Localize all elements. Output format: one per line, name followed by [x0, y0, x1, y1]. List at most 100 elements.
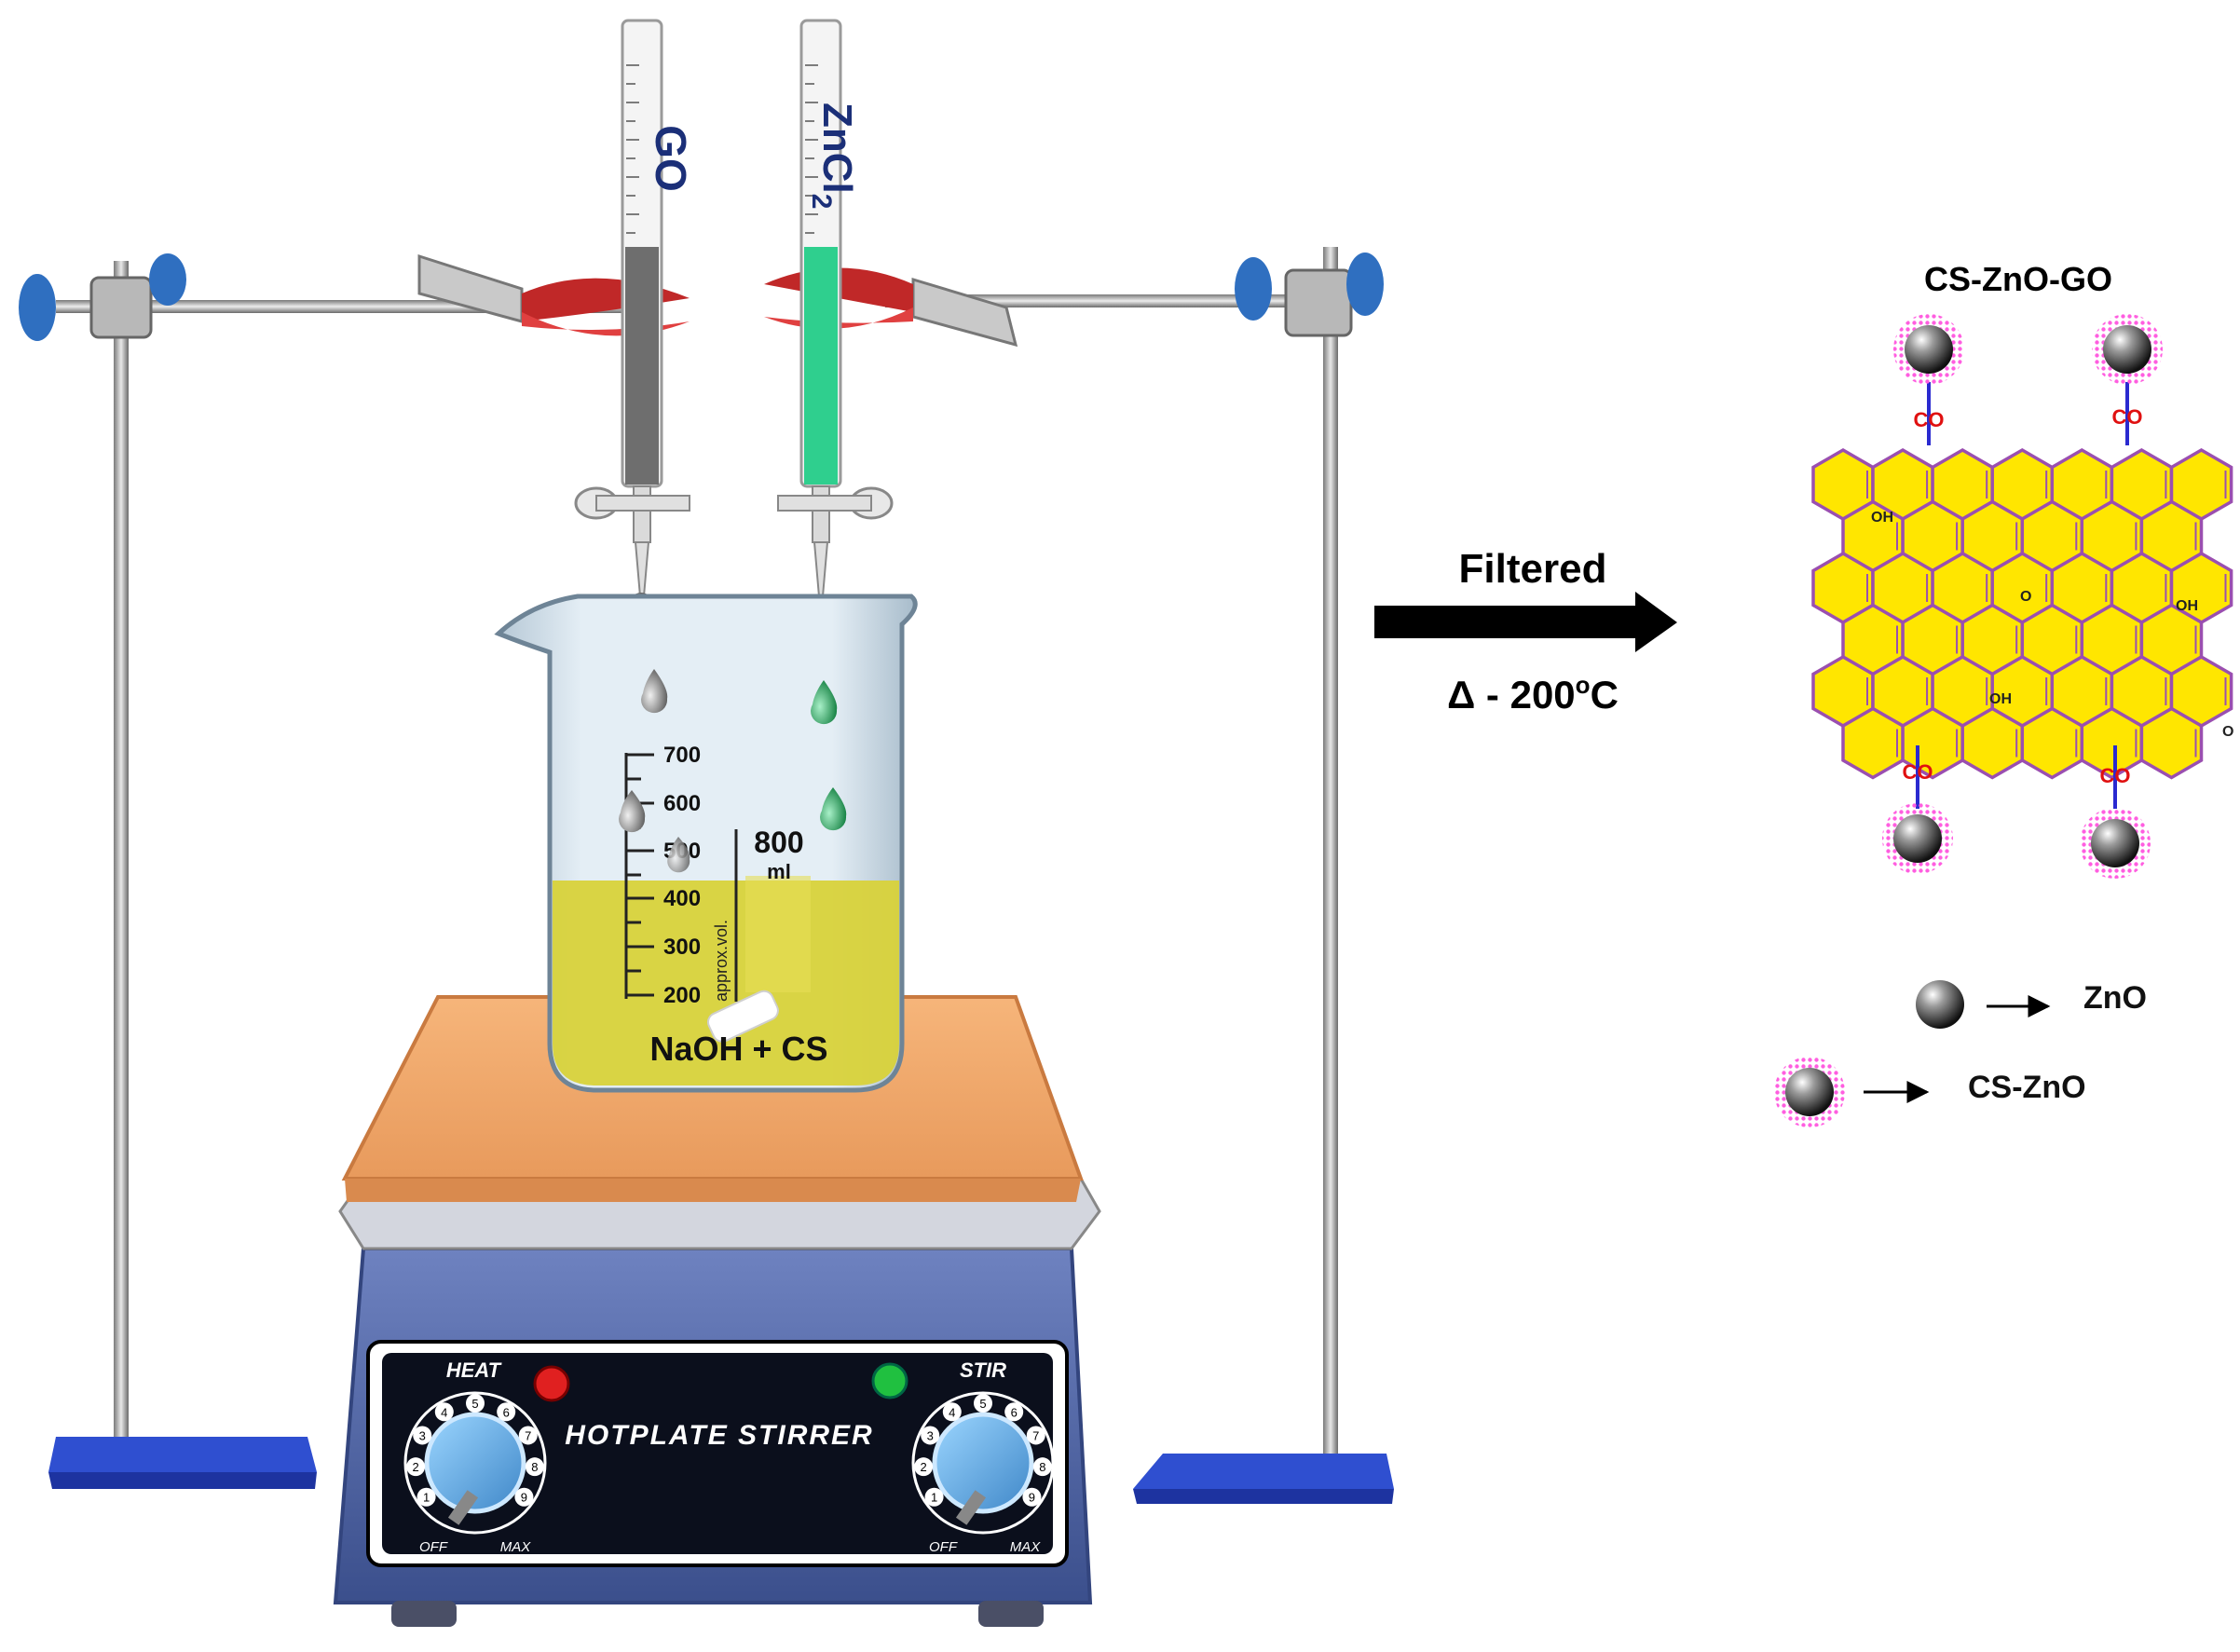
beaker-contents-label: NaOH + CS	[649, 1030, 827, 1068]
co-label-bottom-right: CO	[2100, 764, 2131, 787]
dial-number-badge	[914, 1457, 934, 1477]
control-panel	[382, 1353, 1053, 1554]
dial-number: 7	[1032, 1428, 1039, 1442]
product-structure: CS-ZnO-GO OH OH OH O O CO CO CO	[1811, 260, 2233, 879]
dial-number: 8	[1039, 1460, 1045, 1474]
legend-label-zno: ZnO	[2083, 980, 2147, 1016]
left-stand-base	[48, 1437, 317, 1472]
heat-indicator-led	[533, 1365, 570, 1402]
dial-number: 9	[521, 1491, 527, 1505]
heat-dial[interactable]	[424, 1412, 526, 1514]
dial-number: 3	[419, 1428, 426, 1442]
o-label-2: O	[2222, 724, 2233, 740]
right-horizontal-rod	[885, 294, 1351, 307]
tick-300: 300	[663, 935, 701, 960]
dial-number: 4	[441, 1405, 447, 1419]
right-stand-rod	[1323, 247, 1338, 1458]
zncl2-stopcock-icon[interactable]	[777, 486, 894, 520]
left-upper-knob-icon[interactable]	[149, 253, 186, 306]
heat-dial-pointer	[447, 1490, 479, 1525]
dial-number: 6	[1011, 1405, 1018, 1419]
heat-condition-end: C	[1591, 673, 1619, 717]
product-title: CS-ZnO-GO	[1924, 260, 2112, 298]
dial-number-badge	[921, 1426, 940, 1445]
legend-item-cs-zno: CS-ZnO	[1774, 1057, 2086, 1127]
co-label-top-right: CO	[2112, 405, 2143, 429]
left-boss-head	[19, 253, 186, 341]
oh-label-1: OH	[1871, 510, 1893, 526]
stir-max-label: MAX	[1010, 1539, 1042, 1555]
oh-label-3: OH	[1989, 691, 2012, 707]
dial-number: 5	[471, 1397, 478, 1411]
dial-number-badge	[413, 1426, 432, 1445]
beaker-unit: ml	[767, 860, 791, 883]
dial-number-badge	[974, 1394, 992, 1413]
left-stand-rod	[114, 261, 129, 1463]
beaker-capacity: 800	[754, 826, 803, 859]
dial-number: 6	[503, 1405, 510, 1419]
right-stand-base	[1133, 1454, 1394, 1489]
right-boss-head	[1235, 253, 1384, 337]
heat-label: HEAT	[446, 1358, 502, 1382]
dial-number: 4	[949, 1405, 955, 1419]
tick-400: 400	[663, 886, 701, 911]
graphene-hexagon	[2020, 706, 2084, 780]
process-arrow-group: Filtered Δ - 200oC	[1374, 546, 1677, 717]
left-knob-icon[interactable]	[19, 274, 56, 341]
dial-number: 1	[423, 1491, 430, 1505]
go-stopcock-icon[interactable]	[574, 486, 690, 520]
zncl2-label-sub: 2	[806, 194, 837, 210]
right-knob-icon[interactable]	[1235, 257, 1272, 321]
go-burette: GO	[574, 19, 695, 622]
graphene-hexagon	[1960, 706, 2025, 780]
beaker-approx-note: approx.vol.	[712, 920, 731, 1002]
heat-condition-main: Δ - 200	[1447, 673, 1576, 717]
grey-drop-2	[619, 790, 646, 833]
graphene-oxide-sheet	[1811, 447, 2233, 780]
heat-condition-sup: o	[1576, 671, 1591, 699]
heat-condition-label: Δ - 200oC	[1447, 671, 1619, 717]
zno-sphere-icon	[1916, 980, 1964, 1029]
heat-off-label: OFF	[419, 1539, 448, 1555]
oh-label-2: OH	[2176, 598, 2198, 614]
dial-number: 1	[931, 1491, 937, 1505]
tick-200: 200	[663, 983, 701, 1008]
cs-zno-sphere-icon	[1785, 1068, 1834, 1116]
grey-drop-1	[641, 669, 668, 714]
beaker: 700 600 500 400 300 200 800 ml approx.vo…	[494, 594, 918, 1093]
o-label-1: O	[2020, 589, 2031, 605]
dial-number-badge	[417, 1487, 436, 1507]
zncl2-label-main: ZnCl	[814, 102, 860, 194]
dial-number-badge	[406, 1457, 426, 1477]
stir-dial[interactable]	[932, 1412, 1034, 1514]
dial-number-badge	[1032, 1457, 1052, 1477]
dial-number: 2	[413, 1460, 419, 1474]
co-label-top-left: CO	[1914, 408, 1945, 431]
zncl2-liquid	[804, 247, 838, 485]
dial-number: 5	[979, 1397, 986, 1411]
heat-max-label: MAX	[500, 1539, 532, 1555]
legend-label-cs-zno: CS-ZnO	[1968, 1070, 2086, 1105]
graphene-hexagon	[1841, 706, 1905, 780]
legend: ZnO CS-ZnO	[1774, 980, 2147, 1127]
stir-bar	[706, 990, 779, 1043]
tick-700: 700	[663, 743, 701, 768]
dial-number-badge	[924, 1487, 944, 1507]
go-liquid	[625, 247, 659, 485]
zncl2-burette-label: ZnCl2	[806, 102, 860, 209]
dial-number-badge	[466, 1394, 485, 1413]
dial-number: 3	[927, 1428, 934, 1442]
cs-zno-top-left: CO	[1893, 314, 1964, 445]
dial-number: 8	[531, 1460, 538, 1474]
left-ring-stand	[19, 253, 624, 1489]
grey-drop-3	[667, 837, 690, 873]
filtered-label: Filtered	[1459, 546, 1607, 592]
dial-number-badge	[497, 1402, 516, 1422]
dial-number: 2	[921, 1460, 927, 1474]
right-upper-knob-icon[interactable]	[1346, 253, 1384, 316]
